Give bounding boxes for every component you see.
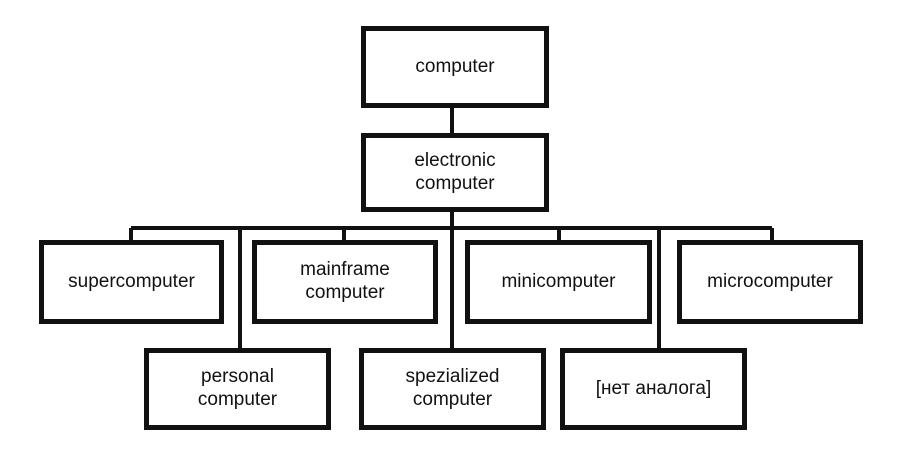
- node-electronic-computer-label: electronic computer: [414, 149, 496, 194]
- node-supercomputer-label: supercomputer: [68, 270, 195, 292]
- node-minicomputer: minicomputer: [465, 240, 652, 324]
- node-personal-computer-label: personal computer: [197, 366, 278, 410]
- node-microcomputer-label: microcomputer: [707, 270, 833, 292]
- node-minicomputer-label: minicomputer: [501, 270, 616, 292]
- node-specialized-computer-label: spezialized computer: [405, 366, 500, 410]
- node-microcomputer: microcomputer: [677, 240, 863, 324]
- node-specialized-computer: spezialized computer: [359, 348, 546, 430]
- node-no-analogue: [нет аналога]: [560, 348, 747, 430]
- node-mainframe-computer-label: mainframe computer: [300, 259, 390, 303]
- node-personal-computer: personal computer: [144, 348, 331, 430]
- node-supercomputer: supercomputer: [39, 240, 224, 324]
- node-computer: computer: [361, 26, 549, 108]
- node-no-analogue-label: [нет аналога]: [595, 377, 712, 399]
- node-computer-label: computer: [415, 55, 495, 77]
- node-mainframe-computer: mainframe computer: [252, 240, 438, 324]
- node-electronic-computer: electronic computer: [361, 133, 549, 212]
